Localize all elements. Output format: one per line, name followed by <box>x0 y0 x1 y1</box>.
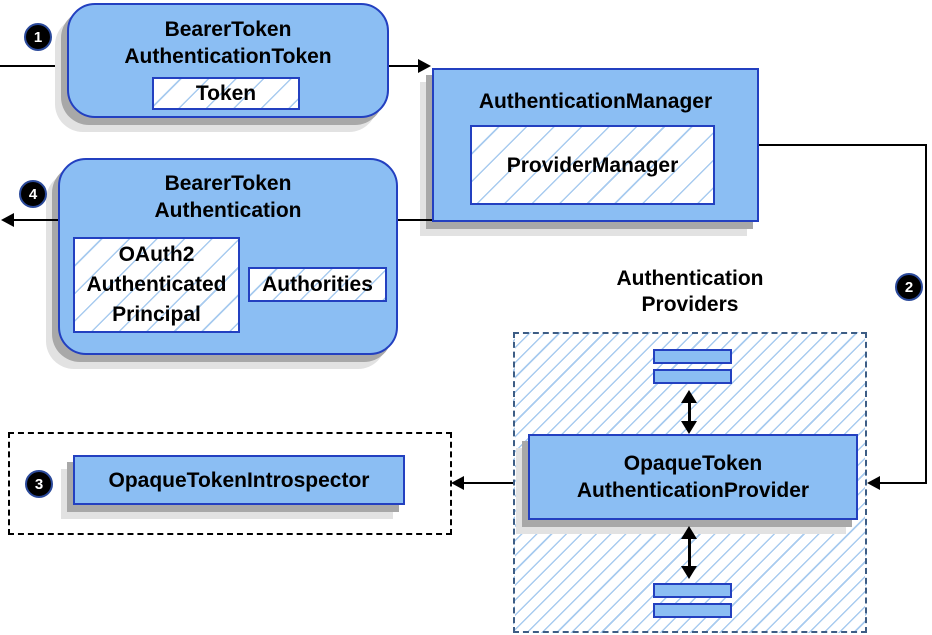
step-2-badge: 2 <box>895 273 923 301</box>
double-arrow-top-shaft <box>688 400 691 424</box>
principal-line-3: Principal <box>112 303 201 326</box>
provider-stack-bar-bottom-1 <box>653 583 732 598</box>
arrowhead-left-icon <box>1 213 14 227</box>
connector-authentication-result <box>12 219 58 221</box>
opaque-token-introspector-node: OpaqueTokenIntrospector <box>73 455 405 505</box>
label-line-2: Providers <box>641 293 739 316</box>
opaque-token-authentication-provider-node: OpaqueToken AuthenticationProvider <box>528 434 858 520</box>
connector-manager-to-provider-top <box>759 144 927 146</box>
step-3-badge: 3 <box>25 470 53 498</box>
label-line-1: Authentication <box>616 267 764 290</box>
arrowhead-down-icon <box>681 421 697 434</box>
title-line-2: Authentication <box>154 199 302 222</box>
arrowhead-left-icon <box>451 476 464 490</box>
node-title: BearerToken Authentication <box>60 160 396 224</box>
provider-stack-bar-top-1 <box>653 349 732 364</box>
node-title: OpaqueToken AuthenticationProvider <box>530 450 856 504</box>
title-line-1: OpaqueToken <box>623 452 763 475</box>
step-4-badge: 4 <box>19 180 47 208</box>
arrowhead-up-icon <box>681 390 697 403</box>
bearer-token-authentication-token-node: BearerToken AuthenticationToken Token <box>67 3 389 118</box>
principal-chip-label: OAuth2 Authenticated Principal <box>75 240 238 330</box>
authentication-providers-label: Authentication Providers <box>513 266 867 318</box>
title-line-2: AuthenticationProvider <box>576 479 810 502</box>
provider-stack-bar-bottom-2 <box>653 603 732 618</box>
token-chip-label: Token <box>195 82 257 105</box>
arrowhead-up-icon <box>681 526 697 539</box>
step-1-badge: 1 <box>24 23 52 51</box>
arrowhead-left-icon <box>867 476 880 490</box>
node-title: OpaqueTokenIntrospector <box>108 468 370 492</box>
title-line-1: BearerToken <box>164 172 292 195</box>
connector-token-to-manager <box>389 65 420 67</box>
connector-manager-to-provider-bottom <box>880 482 927 484</box>
connector-provider-to-introspector <box>463 482 513 484</box>
provider-stack-bar-top-2 <box>653 369 732 384</box>
token-chip: Token <box>152 77 300 110</box>
connector-manager-to-provider-vertical <box>925 144 927 484</box>
arrowhead-right-icon <box>418 59 431 73</box>
arrowhead-down-icon <box>681 566 697 579</box>
title-line-2: AuthenticationToken <box>124 45 332 68</box>
authorities-chip: Authorities <box>248 267 387 302</box>
connector-manager-to-authentication <box>398 219 432 221</box>
node-title: BearerToken AuthenticationToken <box>69 5 387 70</box>
bearer-token-authentication-node: BearerToken Authentication OAuth2 Authen… <box>58 158 398 355</box>
principal-line-1: OAuth2 <box>118 243 195 266</box>
oauth2-authenticated-principal-chip: OAuth2 Authenticated Principal <box>73 237 240 333</box>
incoming-request-line <box>0 65 67 67</box>
title-line-1: BearerToken <box>164 18 292 41</box>
double-arrow-bottom-shaft <box>688 536 691 568</box>
principal-line-2: Authenticated <box>86 273 227 296</box>
node-title: AuthenticationManager <box>478 90 713 113</box>
provider-manager-chip: ProviderManager <box>470 125 715 205</box>
authorities-chip-label: Authorities <box>262 273 373 296</box>
provider-manager-chip-label: ProviderManager <box>506 153 679 177</box>
authentication-manager-node: AuthenticationManager ProviderManager <box>432 68 759 222</box>
